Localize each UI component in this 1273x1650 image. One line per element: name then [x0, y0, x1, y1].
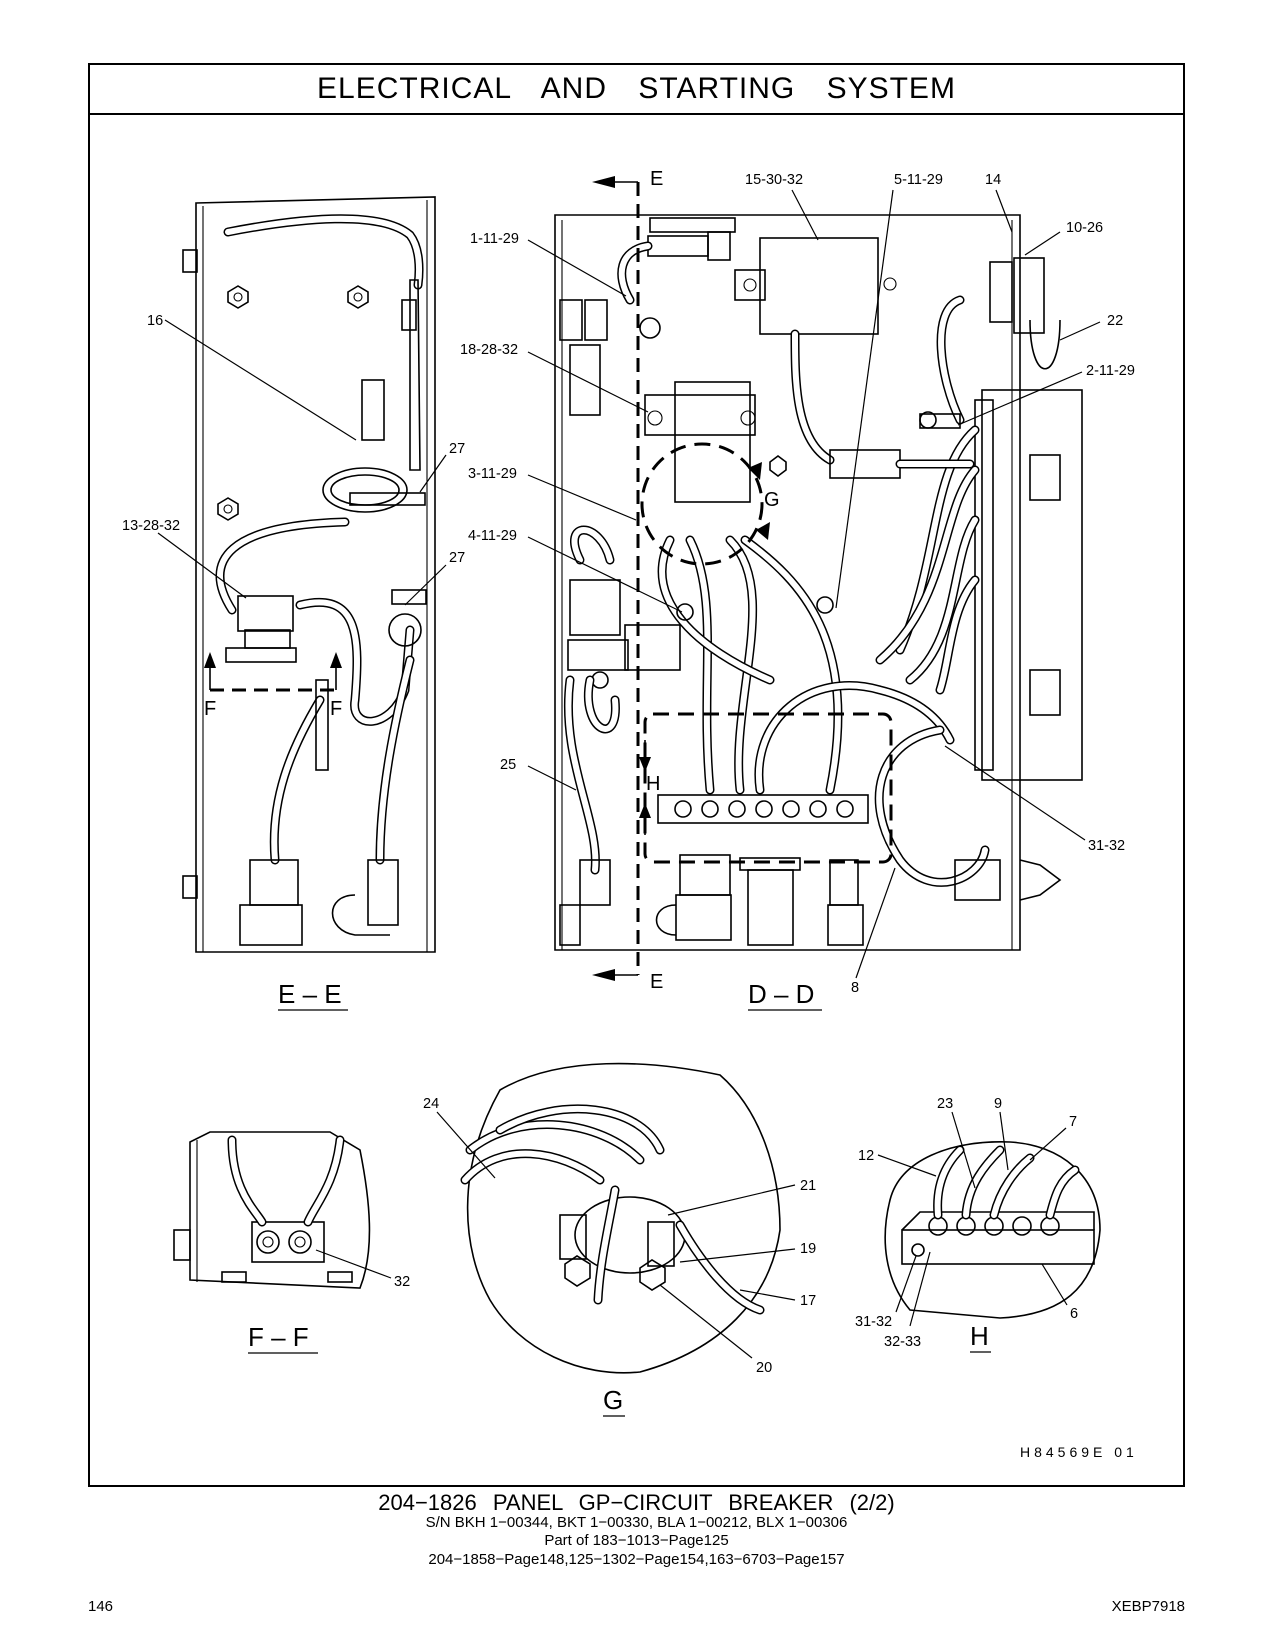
callout-10-26: 10-26: [1066, 220, 1103, 236]
callout-7: 7: [1069, 1114, 1077, 1130]
callout-32-33: 32-33: [884, 1334, 921, 1350]
callout-6: 6: [1070, 1306, 1078, 1322]
callout-5-11-29: 5-11-29: [894, 172, 943, 188]
section-mark-f-right: F: [330, 698, 342, 720]
document-code: XEBP7918: [1111, 1598, 1185, 1615]
callout-22: 22: [1107, 313, 1123, 329]
callout-8: 8: [851, 980, 859, 996]
callout-12: 12: [858, 1148, 874, 1164]
callout-9: 9: [994, 1096, 1002, 1112]
detail-mark-h: H: [646, 773, 660, 795]
callout-27-upper: 27: [449, 441, 465, 457]
view-ee-callouts: 16 27 13-28-32 27 F F E – E: [122, 313, 465, 1011]
callout-32: 32: [394, 1274, 410, 1290]
page-number: 146: [88, 1598, 114, 1615]
callout-19: 19: [800, 1241, 816, 1257]
caption-references: 204−1858−Page148,125−1302−Page154,163−67…: [428, 1551, 845, 1568]
caption-serials: S/N BKH 1−00344, BKT 1−00330, BLA 1−0021…: [425, 1514, 848, 1531]
view-ee-illustration: [182, 196, 436, 953]
view-label-ee: E – E: [278, 979, 342, 1009]
view-label-h: H: [970, 1321, 989, 1351]
callout-21: 21: [800, 1178, 816, 1194]
drawing-code: H84569E 01: [1020, 1444, 1138, 1460]
view-dd-callouts: 1-11-29 15-30-32 5-11-29 14 10-26 22 2-1…: [460, 168, 1135, 1011]
caption-part-of: Part of 183−1013−Page125: [544, 1532, 729, 1549]
page-title: ELECTRICAL AND STARTING SYSTEM: [317, 72, 956, 105]
view-dd-illustration: [554, 176, 1083, 981]
callout-17: 17: [800, 1293, 816, 1309]
callout-25: 25: [500, 757, 516, 773]
callout-27-lower: 27: [449, 550, 465, 566]
callout-20: 20: [756, 1360, 772, 1376]
drawing-frame: ELECTRICAL AND STARTING SYSTEM: [88, 63, 1185, 1487]
callout-3-11-29: 3-11-29: [468, 466, 517, 482]
callout-1-11-29: 1-11-29: [470, 231, 519, 247]
callout-15-30-32: 15-30-32: [745, 172, 803, 188]
section-mark-e-bottom: E: [650, 971, 663, 993]
view-label-ff: F – F: [248, 1322, 309, 1352]
view-g-callouts: 24 21 19 17 20 G: [423, 1096, 816, 1417]
callout-4-11-29: 4-11-29: [468, 528, 517, 544]
view-label-dd: D – D: [748, 979, 814, 1009]
caption-title: 204−1826 PANEL GP−CIRCUIT BREAKER (2/2): [378, 1490, 895, 1515]
callout-16: 16: [147, 313, 163, 329]
callout-13-28-32: 13-28-32: [122, 518, 180, 534]
view-ff-callouts: 32 F – F: [248, 1249, 410, 1354]
callout-18-28-32: 18-28-32: [460, 342, 518, 358]
detail-mark-g: G: [764, 489, 780, 511]
view-g-illustration: [460, 1062, 781, 1374]
view-ff-illustration: [173, 1131, 371, 1289]
callout-14: 14: [985, 172, 1001, 188]
view-label-g: G: [603, 1385, 623, 1415]
callout-31-32-h: 31-32: [855, 1314, 892, 1330]
callout-23: 23: [937, 1096, 953, 1112]
title-bar: ELECTRICAL AND STARTING SYSTEM: [90, 65, 1183, 115]
callout-24: 24: [423, 1096, 439, 1112]
callout-31-32: 31-32: [1088, 838, 1125, 854]
view-h-callouts: 23 9 7 12 6 31-32 32-33 H: [855, 1096, 1078, 1353]
section-mark-f-left: F: [204, 698, 216, 720]
callout-2-11-29: 2-11-29: [1086, 363, 1135, 379]
section-mark-e-top: E: [650, 168, 663, 190]
view-h-illustration: [884, 1141, 1101, 1319]
